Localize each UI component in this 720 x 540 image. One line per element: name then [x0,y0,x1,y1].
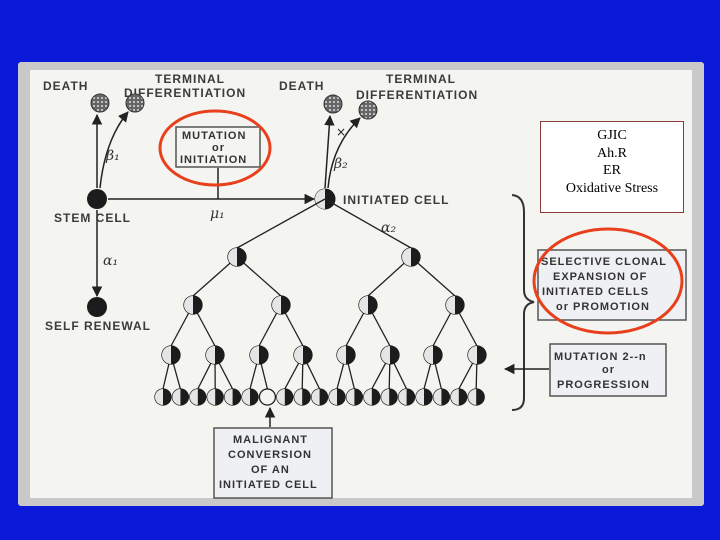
of-an-label: OF AN [251,464,290,476]
death-cell-right [323,94,343,114]
cell-light-half [162,346,171,364]
beta1-label: β₁ [105,148,120,164]
clonal-expansion-tree [154,198,487,406]
cell-light-half [206,346,215,364]
initiated-cell-label: INITIATED CELL [343,193,449,207]
cell-light-half [363,389,372,405]
alpha2-label: α₂ [381,220,396,236]
cell-light-half [346,389,355,405]
cell-light-half [242,389,250,405]
cell-light-half [468,389,477,405]
cell-light-half [446,296,455,314]
factor-ahr: Ah.R [597,145,627,161]
self-renewal-cell [87,297,107,317]
differentiation-cell-right [358,100,378,120]
factor-oxidative-stress: Oxidative Stress [565,180,659,196]
mutation-2n-label: MUTATION 2--n [554,351,647,363]
differentiation-label-right: DIFFERENTIATION [356,88,478,102]
cell-light-half [424,346,433,364]
cell-light-half [172,389,181,405]
cell-light-half [468,346,477,364]
malignant-label: MALIGNANT [233,434,308,446]
differentiation-cell-left [125,93,145,113]
beta2-label: β₂ [333,156,348,172]
initiated-to-differentiation-arrow [327,117,361,189]
tree-branch [367,256,412,297]
initiated-cells-label: INITIATED CELLS [542,286,649,298]
factor-er: ER [603,163,621,178]
expansion-label: EXPANSION OF [553,271,647,283]
malignant-cell [258,388,277,406]
tree-branch [236,256,282,297]
cell-light-half [155,389,163,405]
differentiation-label-left: DIFFERENTIATION [124,86,246,100]
initiation-label: INITIATION [180,154,247,166]
cell-light-half [294,346,303,364]
cell-light-half [311,389,320,405]
cell-light-half [276,389,285,405]
mutation-highlight-circle [158,109,272,187]
mu1-label: μ₁ [210,206,225,222]
tree-bracket [511,194,535,411]
selective-label: SELECTIVE CLONAL [541,256,667,268]
malignant-box [213,427,333,499]
death-label-right: DEATH [279,79,324,93]
cell-light-half [329,389,337,405]
blocked-mark: × [336,125,346,139]
death-cell-left [90,93,110,113]
conversion-label: CONVERSION [228,449,312,461]
cell-light-half [294,389,303,405]
cell-light-half [228,248,237,266]
factor-gjic: GJIC [597,128,627,143]
promotion-box [537,249,687,321]
cell-light-half [416,389,424,405]
cell-light-half [272,296,281,314]
progression-box [549,343,667,397]
terminal-label-left: TERMINAL [155,72,225,86]
initiated-cell-light-half [315,189,325,209]
promotion-highlight-circle [532,227,684,335]
progression-or-label: or [602,364,615,376]
cell-light-half [398,389,407,405]
cell-light-half [207,389,216,405]
alpha1-label: α₁ [103,253,118,269]
tree-branch [410,256,456,297]
initiated-cell-box-label: INITIATED CELL [219,479,318,491]
tree-branch [324,198,412,249]
stem-cell-label: STEM CELL [54,211,131,225]
mutation-or-label: or [212,142,225,154]
cell-light-half [381,346,390,364]
cell-light-half [184,296,193,314]
cell-light-half [450,389,459,405]
tree-branch [236,198,326,249]
tree-branch [192,256,238,297]
cell-light-half [433,389,442,405]
stem-to-differentiation-arrow [99,111,129,189]
stem-cell [87,189,107,209]
cell-light-half [224,389,233,405]
mutation-box [175,126,261,168]
initiated-to-death-arrow [324,114,335,189]
cell-light-half [402,248,411,266]
progression-label: PROGRESSION [557,379,650,391]
self-renewal-label: SELF RENEWAL [45,319,151,333]
cell-light-half [189,389,198,405]
cell-light-half [359,296,368,314]
factors-box: GJIC Ah.R ER Oxidative Stress [540,121,684,213]
cell-light-half [250,346,259,364]
cell-light-half [337,346,346,364]
cell-light-half [381,389,390,405]
promotion-label: or PROMOTION [556,301,650,313]
death-label-left: DEATH [43,79,88,93]
terminal-label-right: TERMINAL [386,72,456,86]
mutation-label: MUTATION [182,130,246,142]
